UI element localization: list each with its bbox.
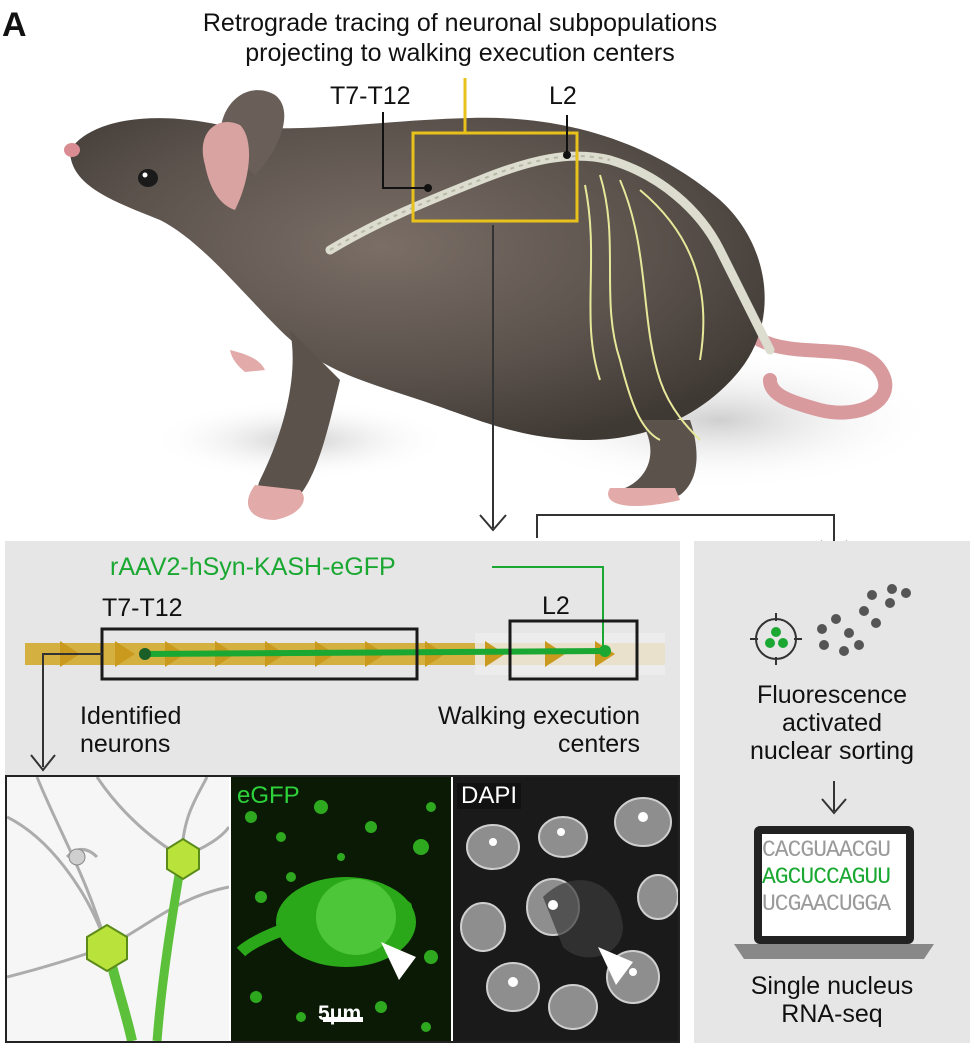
t7t12-pointer	[382, 112, 428, 189]
highlight-box	[411, 131, 579, 223]
sorting-line-1: Fluorescence	[756, 681, 908, 709]
sorted-nuclei	[765, 627, 788, 648]
sorting-panel	[694, 541, 970, 1043]
sorting-caption: Fluorescence activated nuclear sorting	[694, 681, 970, 765]
neuron-render-image	[7, 777, 229, 1041]
identified-neurons-caption: Identified neurons	[80, 702, 181, 758]
nerve-4	[639, 189, 705, 361]
mouse-label-l2: L2	[549, 82, 577, 110]
nerve-2	[619, 179, 701, 441]
dapi-cell	[543, 880, 623, 958]
title-line-2: projecting to walking execution centers	[245, 39, 675, 67]
eye	[138, 169, 158, 187]
front-paw-2	[230, 350, 265, 372]
projection-line	[144, 648, 606, 657]
box-l2	[508, 619, 639, 681]
dapi-arrowhead	[598, 947, 633, 985]
hind-paw	[608, 488, 680, 507]
spinal-label-l2: L2	[542, 592, 570, 620]
virus-label: rAAV2-hSyn-KASH-eGFP	[110, 553, 396, 581]
snrnaseq-line-2: RNA-seq	[781, 1000, 883, 1028]
front-leg	[258, 330, 340, 503]
egfp-label: eGFP	[237, 782, 300, 809]
sorting-line-3: nuclear sorting	[750, 737, 914, 765]
figure-title: Retrograde tracing of neuronal subpopula…	[90, 8, 830, 68]
hind-leg	[618, 420, 697, 503]
sorting-diagram	[734, 584, 934, 959]
identified-line-2: neurons	[80, 730, 171, 758]
snrnaseq-line-1: Single nucleus	[750, 972, 914, 1000]
sorting-line-2: activated	[781, 709, 883, 737]
snrnaseq-caption: Single nucleus RNA-seq	[694, 972, 970, 1028]
arrow-to-sorting	[536, 514, 835, 555]
target-dot	[599, 645, 611, 657]
scale-bar-label: 5μm	[318, 1002, 362, 1025]
neuron-soma-2	[166, 837, 200, 881]
spine-vertebrae	[329, 155, 611, 251]
neuron-soma-1	[86, 923, 128, 973]
nerve-1	[599, 174, 661, 441]
nose	[64, 143, 80, 157]
seq-line-1: CACGUAACGU	[762, 837, 891, 863]
scale-bar-line	[323, 1017, 363, 1022]
egfp-arrowhead	[381, 942, 416, 980]
source-neuron-dot	[139, 648, 151, 660]
walking-centers-caption: Walking execution centers	[388, 702, 640, 758]
panel-letter: A	[2, 6, 27, 44]
egfp-nucleus	[316, 879, 396, 955]
sort-target-ring	[755, 618, 797, 660]
tail	[753, 333, 893, 420]
spinal-cord-diagram	[25, 566, 665, 772]
dapi-label: DAPI	[457, 783, 522, 809]
unsorted-nuclei	[817, 584, 911, 656]
walking-line-2: centers	[558, 730, 640, 758]
ear-front	[202, 121, 250, 210]
dapi-image	[453, 777, 678, 1041]
mouse-label-t7t12: T7-T12	[330, 82, 411, 110]
spinal-label-t7t12: T7-T12	[102, 594, 183, 622]
front-paw	[247, 485, 304, 520]
sequence-screen: CACGUAACGU AGCUCCAGUU UCGAACUGGA	[762, 837, 906, 935]
neuron-axon-2	[152, 856, 187, 1041]
seq-line-2: AGCUCCAGUU	[762, 864, 891, 890]
walking-line-1: Walking execution	[438, 702, 640, 730]
arrow-identified	[42, 653, 102, 767]
laptop-screen	[762, 834, 906, 936]
egfp-image	[231, 777, 451, 1041]
laptop-base	[734, 944, 934, 959]
mouse-body	[70, 117, 765, 440]
arrow-down-head	[479, 514, 507, 532]
title-line-1: Retrograde tracing of neuronal subpopula…	[202, 9, 718, 37]
nerve-3	[584, 184, 601, 381]
identified-line-1: Identified	[80, 702, 182, 730]
seq-line-3: UCGAACUGGA	[762, 891, 891, 917]
